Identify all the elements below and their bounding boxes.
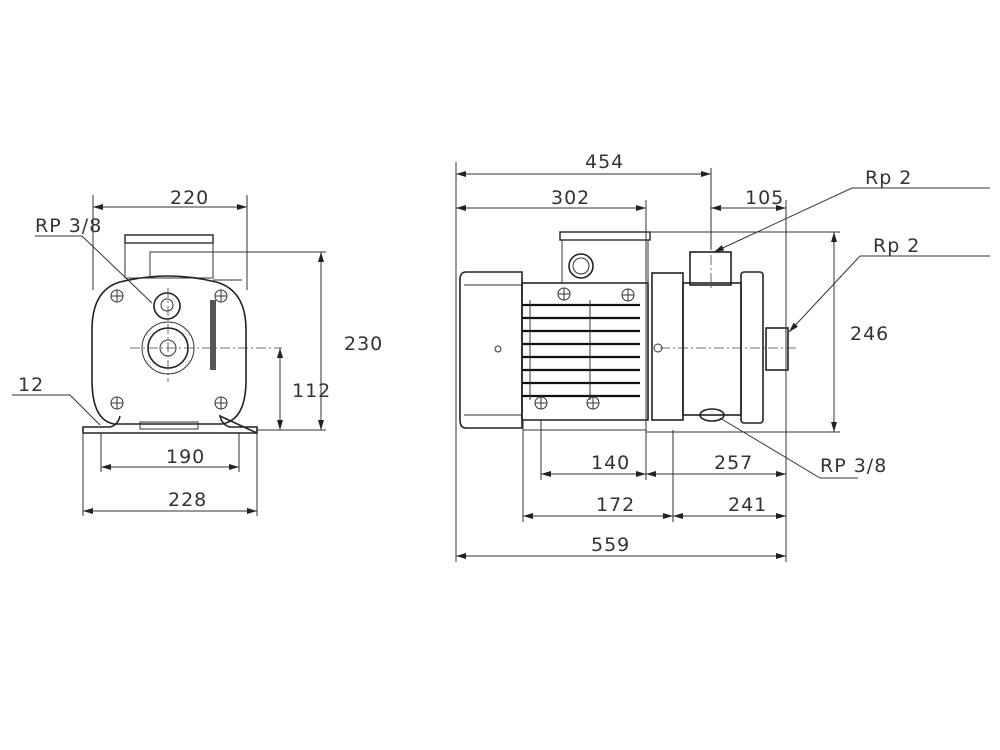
pump-sleeve — [682, 282, 742, 416]
terminal-box — [124, 242, 214, 279]
fan-cover — [459, 271, 523, 429]
brand-logo — [210, 300, 216, 370]
drain-port — [153, 292, 181, 320]
dim-230: 230 — [344, 333, 383, 355]
dim-172: 172 — [596, 494, 635, 516]
terminal-box-inner — [149, 251, 214, 279]
terminal-box-lid — [559, 231, 651, 241]
dim-12: 12 — [18, 374, 44, 396]
dim-246: 246 — [850, 323, 889, 345]
label-inlet-rp-2: Rp 2 — [865, 167, 912, 189]
label-rp-3-8: RP 3/8 — [35, 215, 102, 237]
drain-plug — [699, 408, 725, 422]
dim-241: 241 — [728, 494, 767, 516]
side-view: 454 302 105 Rp 2 Rp 2 246 RP 3/8 140 257… — [455, 151, 990, 562]
label-drain-rp-3-8: RP 3/8 — [820, 455, 887, 477]
bolt-icons — [110, 289, 228, 410]
dim-454: 454 — [585, 151, 624, 173]
bolt-icons — [534, 287, 635, 410]
pump-head — [651, 272, 684, 421]
inlet-port — [689, 251, 732, 286]
terminal-box — [561, 239, 649, 284]
label-outlet-rp-2: Rp 2 — [873, 235, 920, 257]
dim-559: 559 — [591, 534, 630, 556]
mounting-feet — [82, 414, 258, 435]
outlet-flange — [740, 271, 764, 424]
dim-140: 140 — [591, 452, 630, 474]
dim-112: 112 — [292, 380, 331, 402]
dim-220: 220 — [170, 187, 209, 209]
cooling-ribs — [522, 300, 640, 400]
dim-190: 190 — [166, 446, 205, 468]
dim-302: 302 — [551, 187, 590, 209]
cable-gland — [568, 253, 594, 279]
front-view: 220 RP 3/8 230 112 12 190 228 — [12, 187, 383, 516]
screw-icon — [494, 345, 502, 353]
dim-105: 105 — [745, 187, 784, 209]
terminal-box-lid — [124, 234, 214, 244]
dim-228: 228 — [168, 489, 207, 511]
outlet-port — [765, 327, 789, 371]
pump-end-housing — [91, 275, 247, 425]
dim-257: 257 — [714, 452, 753, 474]
